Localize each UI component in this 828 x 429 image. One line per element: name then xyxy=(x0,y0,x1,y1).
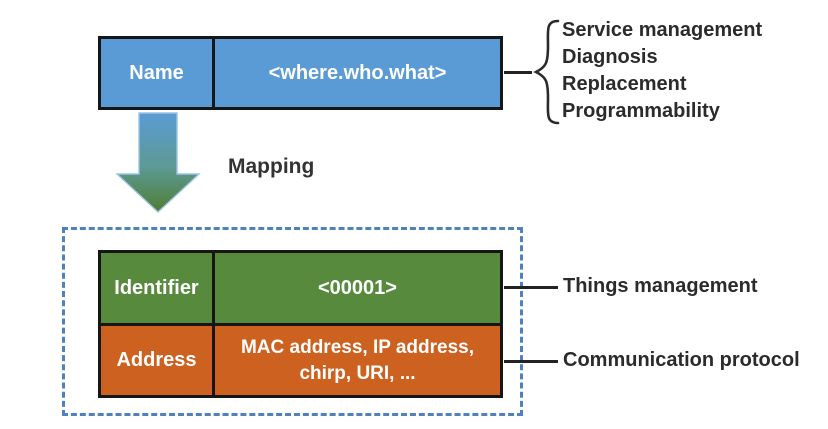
name-label-cell: Name xyxy=(101,39,215,107)
mapping-arrow-icon xyxy=(115,112,201,213)
name-purposes-list: Service management Diagnosis Replacement… xyxy=(562,17,762,125)
name-box: Name <where.who.what> xyxy=(98,36,503,110)
list-item-service-management: Service management xyxy=(562,19,763,41)
identifier-annotation-line xyxy=(504,286,558,289)
identifier-row: Identifier <00001> xyxy=(101,253,500,323)
list-item-programmability: Programmability xyxy=(562,100,720,122)
address-row: Address MAC address, IP address, chirp, … xyxy=(101,323,500,395)
name-value-cell: <where.who.what> xyxy=(268,61,447,84)
identifier-address-table: Identifier <00001> Address MAC address, … xyxy=(98,250,503,398)
identifier-annotation-label: Things management xyxy=(563,275,758,297)
identifier-value-cell: <00001> xyxy=(318,276,397,299)
name-row: Name <where.who.what> xyxy=(101,39,500,107)
list-item-replacement: Replacement xyxy=(562,73,687,95)
identifier-label-cell: Identifier xyxy=(101,253,215,323)
address-label-cell: Address xyxy=(101,326,215,395)
name-brace-connector-line xyxy=(504,71,532,74)
list-item-diagnosis: Diagnosis xyxy=(562,46,658,68)
address-annotation-label: Communication protocol xyxy=(563,349,800,371)
mapped-space-dashed-box xyxy=(62,227,523,416)
curly-brace-icon xyxy=(533,19,560,125)
address-value-cell: MAC address, IP address, chirp, URI, ... xyxy=(240,336,475,384)
mapping-label: Mapping xyxy=(228,155,315,178)
address-annotation-line xyxy=(504,360,558,363)
